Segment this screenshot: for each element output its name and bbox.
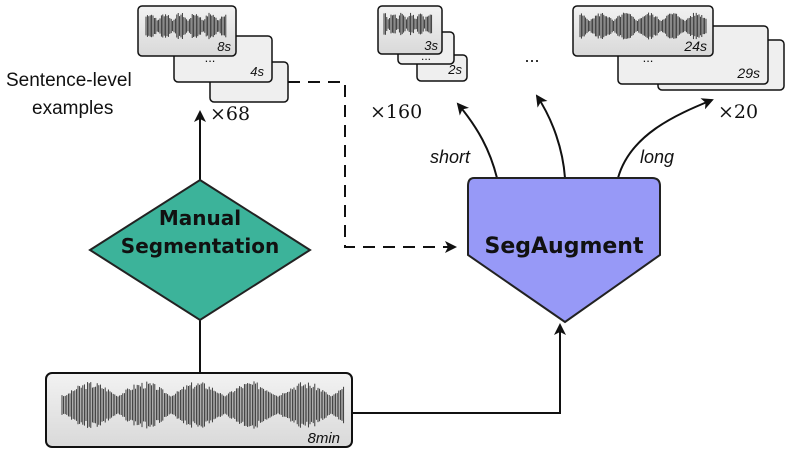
short-clip-duration-1: 3s [424, 38, 438, 53]
segaugment-shape [467, 177, 661, 324]
connectors [194, 81, 714, 414]
segaugment-label: SegAugment [485, 234, 644, 259]
short-examples-group: ... 2s 3s ×160 [370, 5, 468, 123]
manual-segmentation-node: Manual Segmentation [88, 178, 312, 322]
input-waveform [61, 381, 345, 429]
segaugment-to-short-arrow [456, 102, 498, 179]
manual-segmentation-diamond [88, 178, 312, 322]
sentence-examples-caption-line1: Sentence-level [6, 70, 132, 91]
sentence-examples-group: ... 4s 8s ×68 Sentence-level examples [6, 5, 289, 125]
manual-segmentation-label-line2: Segmentation [121, 234, 279, 258]
sentence-stack-dots: ... [205, 50, 216, 65]
sentence-clip-waveform [145, 12, 227, 40]
long-clip-waveform [579, 12, 707, 40]
long-examples-count: ×20 [718, 101, 758, 123]
short-stack-dots: ... [421, 49, 431, 63]
sentence-examples-count: ×68 [210, 103, 250, 125]
sentence-clip-duration-2: 4s [250, 64, 264, 79]
sentence-examples-caption-line2: examples [32, 98, 113, 119]
sentence-clip-duration-1: 8s [217, 39, 231, 54]
sentence-to-segaugment-dashed-arrow [288, 81, 457, 253]
input-clip-duration: 8min [307, 430, 340, 447]
manual-segmentation-label-line1: Manual [159, 206, 241, 230]
segaugment-to-long-arrow [617, 98, 714, 179]
input-clip: 8min [45, 372, 353, 448]
long-clip-duration-2: 29s [736, 65, 760, 81]
input-to-segaugment-arrow [352, 323, 566, 414]
short-clip-waveform [383, 12, 433, 36]
long-examples-group: ... 29s 24s ×20 [572, 5, 785, 123]
segaugment-node: SegAugment [467, 177, 661, 324]
input-clip-box [45, 372, 353, 448]
long-clip-duration-1: 24s [683, 38, 707, 54]
long-stack-dots: ... [643, 50, 654, 65]
short-clip-duration-2: 2s [447, 62, 462, 77]
middle-ellipsis: ... [524, 46, 539, 66]
short-examples-count: ×160 [370, 101, 422, 123]
segaugment-to-middle-arrow [535, 94, 566, 179]
branch-short-label: short [430, 147, 471, 167]
branch-long-label: long [640, 147, 674, 167]
